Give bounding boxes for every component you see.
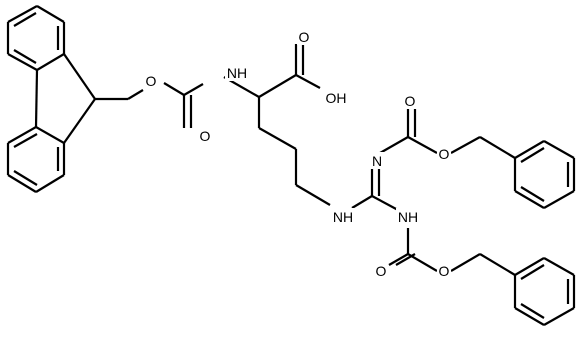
atom-label-o-cbz1-ether: O (439, 146, 450, 162)
atom-label-nh-guanidine: NH (398, 209, 418, 225)
atom-label-nh-alpha: NH (227, 65, 247, 81)
fluorene-upper-ring (6, 5, 66, 71)
guanidine (370, 168, 399, 211)
atom-label-oh-acid: OH (326, 90, 347, 106)
atom-label-o-fmoc-carbonyl: O (200, 128, 211, 144)
atom-labels: O O NH O OH NH N O O NH O O (144, 28, 451, 279)
phenyl-lower (513, 257, 576, 326)
atom-label-o-cbz1-carbonyl: O (405, 93, 416, 109)
atom-label-o-cbz2-ether: O (439, 263, 450, 279)
atom-label-nh-chain: NH (333, 209, 353, 225)
backbone (257, 44, 373, 209)
atom-label-o-cbz2-carbonyl: O (376, 263, 387, 279)
fmoc-linker (95, 76, 260, 128)
cbz-lower (388, 228, 516, 276)
cbz-upper (379, 108, 516, 159)
fluorene-five-ring (34, 53, 96, 144)
atom-label-o-fmoc-ether: O (146, 73, 157, 89)
phenyl-upper (513, 140, 576, 209)
bonds (6, 5, 576, 326)
fluorene-lower-ring (6, 126, 66, 193)
atom-label-o-acid-carbonyl: O (299, 29, 310, 45)
atom-label-n-imine: N (372, 153, 382, 169)
